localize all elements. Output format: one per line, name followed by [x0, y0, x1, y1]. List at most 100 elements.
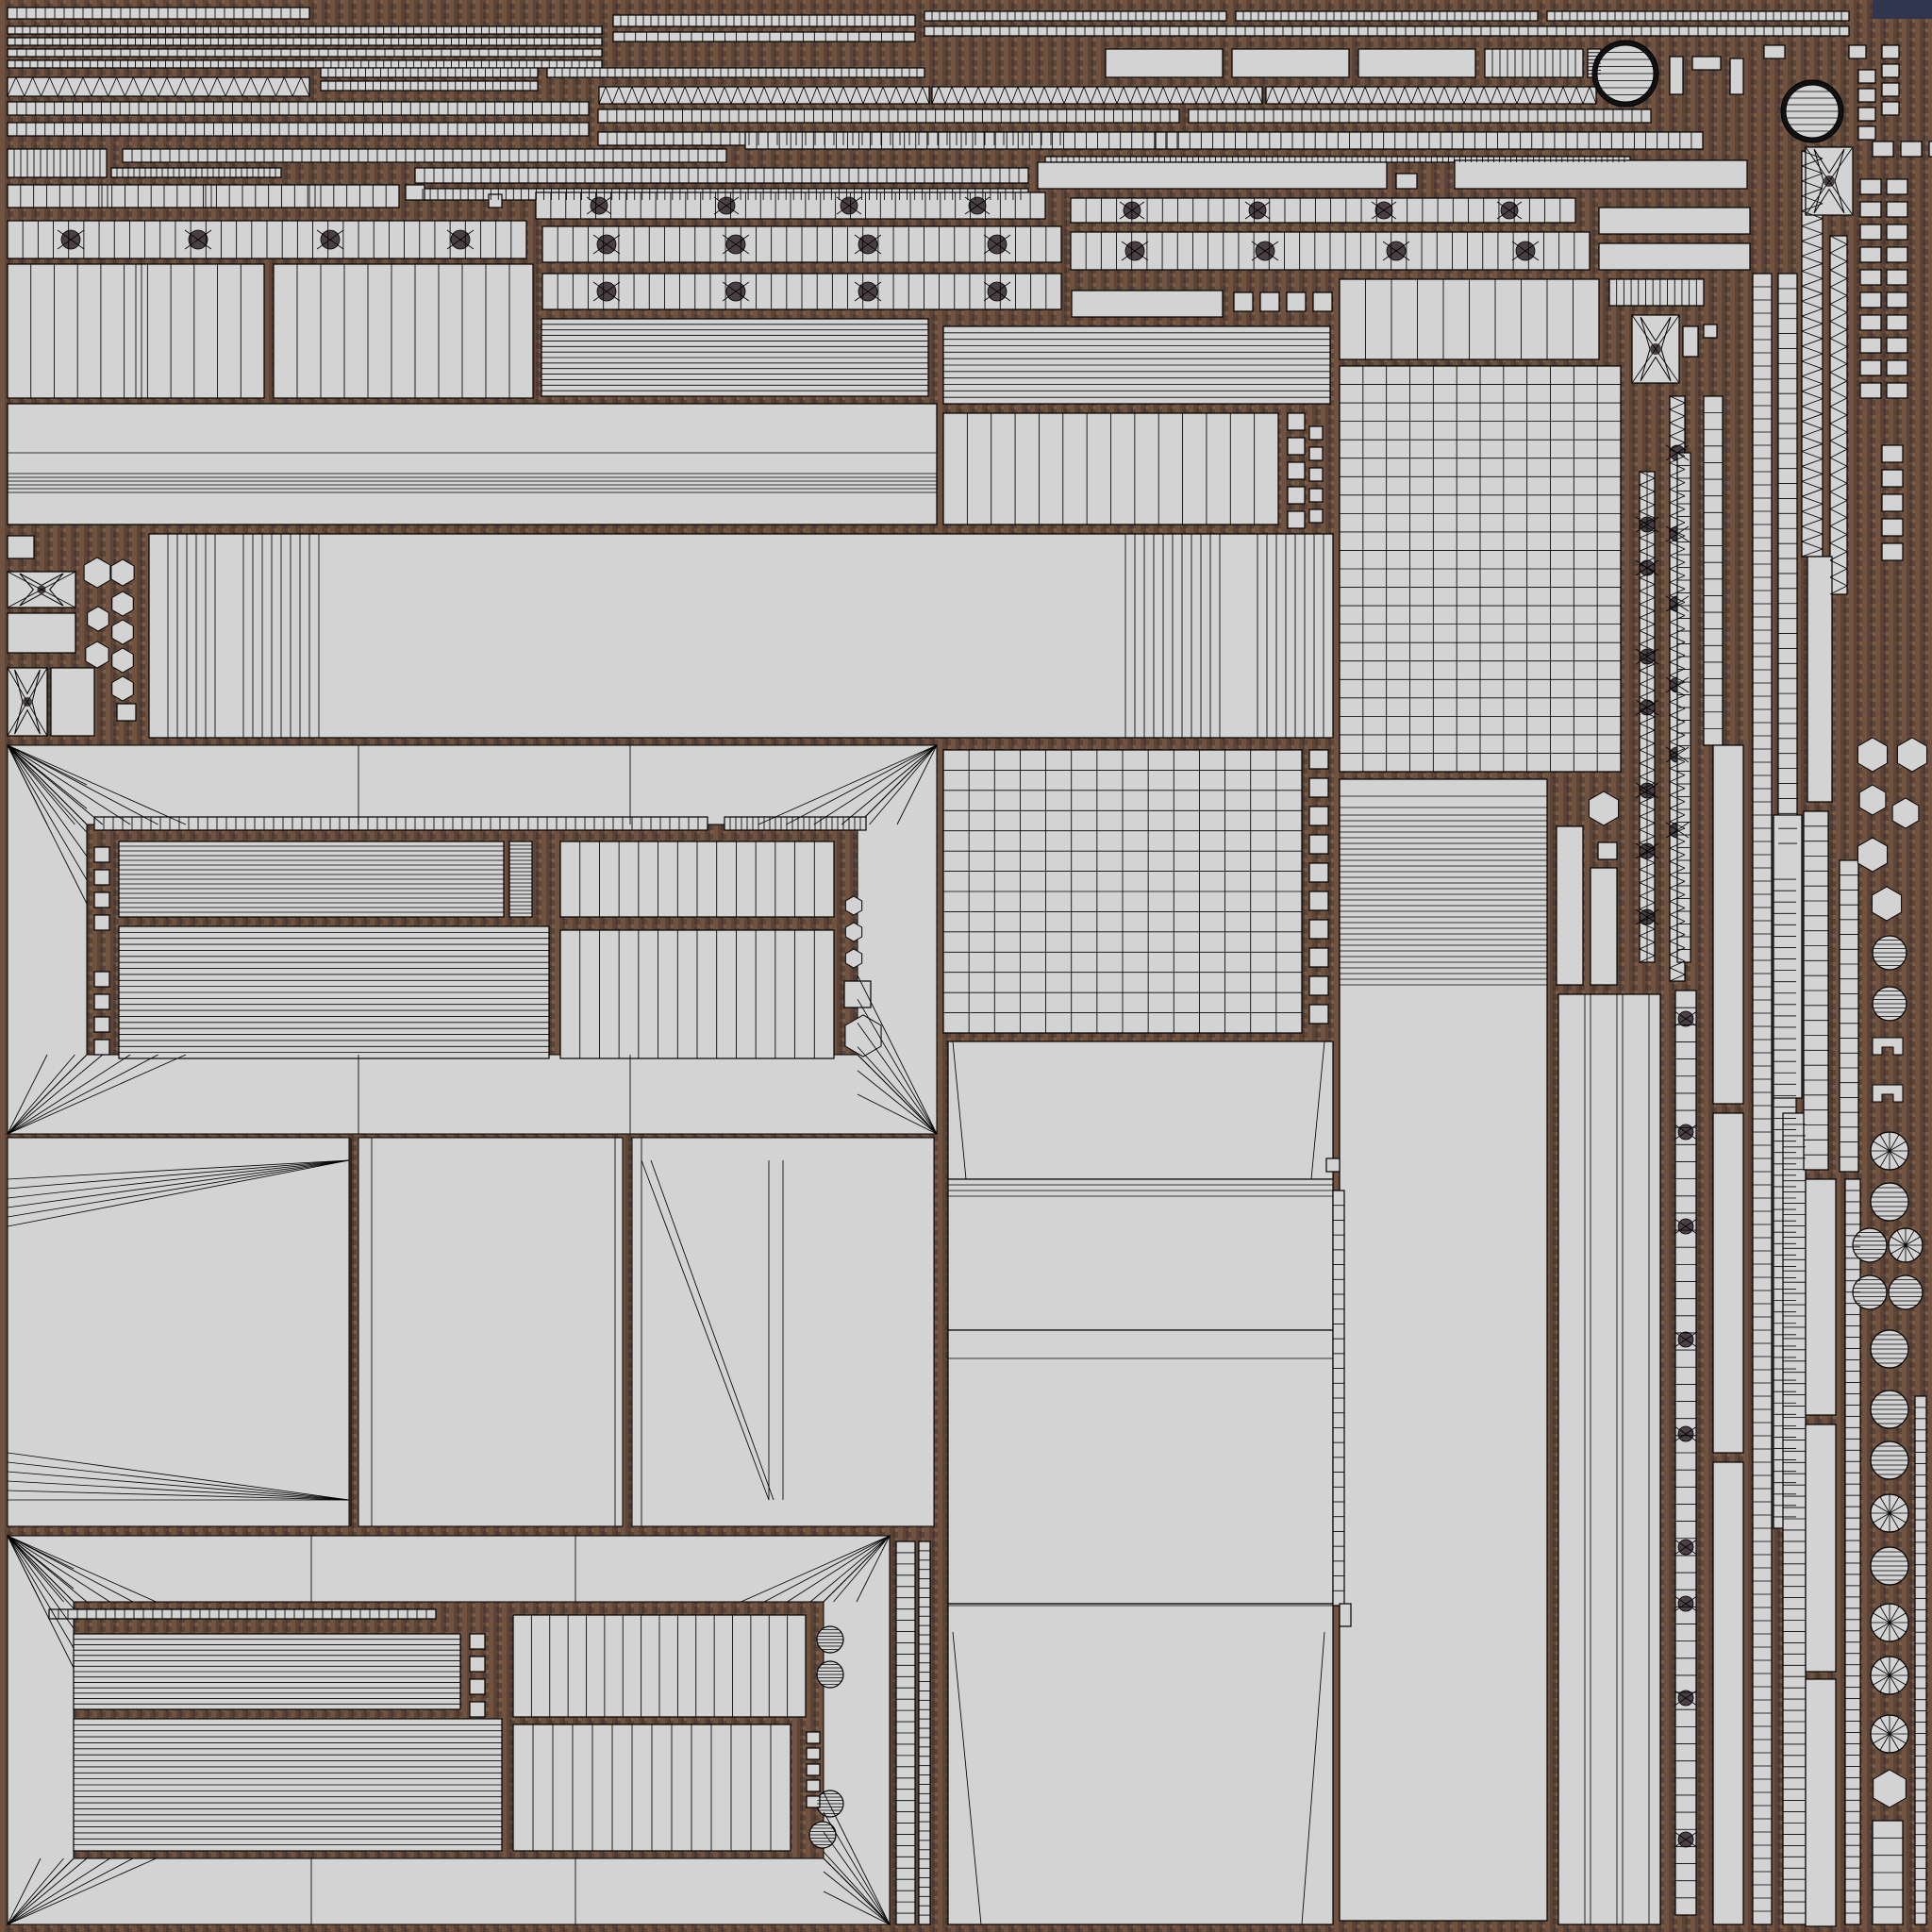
wire-edge: [184, 229, 212, 250]
wire-edge: [671, 86, 679, 105]
wire-edge: [7, 1054, 75, 1135]
uv-frame: [823, 1534, 891, 1926]
wire-edge: [1669, 641, 1686, 650]
hexagon-bolt-icon: [111, 647, 134, 674]
wire-edge: [1889, 1150, 1907, 1161]
wire-edge: [7, 744, 88, 881]
uv-square: [1886, 178, 1908, 195]
uv-square: [469, 1678, 486, 1695]
hexagon-bolt-icon: [844, 1014, 882, 1058]
wire-edge: [216, 76, 226, 97]
wire-edge: [1189, 86, 1197, 105]
wire-edge: [1829, 277, 1848, 288]
wire-edge: [1669, 901, 1686, 908]
wire-edge: [1195, 86, 1204, 105]
wire-edge: [1635, 908, 1659, 925]
wire-edge: [1556, 86, 1564, 105]
wire-edge: [1669, 860, 1686, 869]
uv-strip: [93, 816, 708, 831]
wire-edge: [1669, 841, 1686, 849]
wire-edge: [737, 86, 745, 105]
wire-edge: [91, 76, 101, 97]
wire-edge: [1801, 421, 1824, 430]
wire-edge: [710, 86, 719, 105]
wire-edge: [1090, 86, 1098, 105]
wire-edge: [849, 86, 858, 105]
wire-edge: [1669, 581, 1686, 590]
uv-square: [1308, 919, 1329, 940]
uv-square: [1395, 173, 1418, 190]
wire-edge: [1635, 842, 1659, 859]
wire-edge: [697, 86, 706, 105]
wire-edge: [724, 86, 732, 105]
wire-edge: [1278, 86, 1287, 105]
uv-strip: [320, 80, 539, 92]
wire-edge: [1575, 86, 1584, 105]
wire-edge: [1669, 788, 1686, 796]
wire-edge: [1121, 241, 1149, 261]
wire-edge: [1829, 235, 1848, 245]
wire-edge: [618, 86, 626, 105]
wire-edge: [1829, 423, 1848, 433]
wire-edge: [1873, 1503, 1890, 1514]
wire-edge: [1669, 482, 1686, 491]
wire-edge: [1829, 286, 1848, 296]
wire-edge: [1669, 801, 1686, 809]
wire-edge: [1674, 1539, 1698, 1556]
wire-edge: [1801, 271, 1824, 279]
uv-island: [1454, 159, 1748, 190]
wire-edge: [1404, 86, 1412, 105]
wire-edge: [1873, 1150, 1890, 1161]
wire-edge: [1562, 86, 1571, 105]
wire-edge: [1879, 1606, 1890, 1624]
uv-island: [1763, 44, 1786, 59]
wire-edge: [1801, 218, 1824, 227]
wire-edge: [1430, 86, 1439, 105]
wire-edge: [1801, 203, 1824, 212]
wire-edge: [1669, 495, 1686, 504]
wire-edge: [7, 1857, 42, 1925]
wire-edge: [1889, 1658, 1900, 1676]
wire-edge: [7, 1054, 131, 1135]
wire-edge: [1669, 708, 1686, 716]
uv-square: [1287, 412, 1306, 431]
wire-edge: [1324, 86, 1333, 105]
wire-edge: [57, 76, 67, 97]
hexagon-bolt-icon: [844, 922, 863, 942]
uv-island: [1598, 242, 1751, 271]
uv-square: [1881, 444, 1904, 463]
wire-edge: [1674, 1124, 1698, 1141]
wire-edge: [922, 86, 930, 105]
wire-edge: [1829, 508, 1848, 518]
uv-square: [1859, 246, 1882, 263]
wire-edge: [1801, 150, 1824, 159]
wire-edge: [944, 86, 953, 105]
wire-edge: [1829, 457, 1848, 467]
wire-edge: [1202, 86, 1210, 105]
uv-square: [1308, 508, 1324, 524]
wire-edge: [1417, 86, 1425, 105]
wire-edge: [7, 744, 104, 825]
wire-edge: [1631, 314, 1680, 384]
wire-edge: [7, 1857, 157, 1925]
wire-edge: [1119, 201, 1145, 220]
uv-square: [1287, 486, 1306, 505]
wire-edge: [1669, 847, 1686, 856]
wire-edge: [1889, 1612, 1907, 1624]
uv-island: [1037, 161, 1388, 190]
wire-edge: [1669, 628, 1686, 637]
wire-edge: [651, 86, 659, 105]
wire-edge: [125, 76, 134, 97]
wire-edge: [7, 1054, 48, 1135]
wire-edge: [1829, 448, 1848, 458]
wire-edge: [1669, 635, 1686, 643]
wire-edge: [796, 86, 805, 105]
wire-edge: [1244, 201, 1271, 220]
wire-edge: [1889, 1665, 1907, 1676]
wire-edge: [856, 86, 864, 105]
wire-edge: [1377, 86, 1386, 105]
wire-edge: [1043, 86, 1052, 105]
wire-edge: [1298, 86, 1307, 105]
wire-edge: [1801, 330, 1824, 340]
wire-edge: [1285, 86, 1293, 105]
